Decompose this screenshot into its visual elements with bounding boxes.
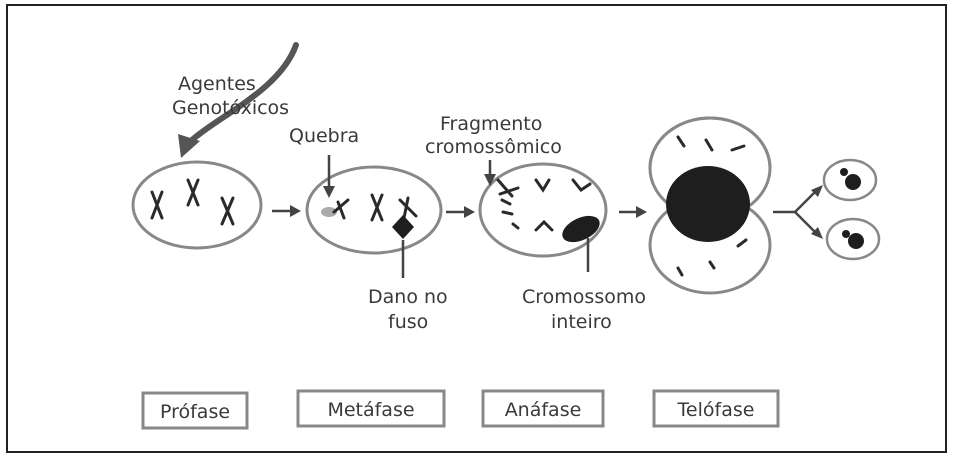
telophase-fragment xyxy=(736,238,748,248)
metaphase-chromosome xyxy=(398,196,418,220)
phase-box-prophase: Prófase xyxy=(141,391,249,430)
phase-label: Prófase xyxy=(160,401,230,423)
anaphase-chromosome xyxy=(500,198,512,206)
anaphase-chromosome xyxy=(534,219,554,232)
prophase-chromosome xyxy=(150,190,164,220)
arrow-anaphase-to-telophase xyxy=(619,206,647,218)
phase-label: Anáfase xyxy=(505,399,582,421)
telophase-fragment xyxy=(708,260,716,270)
prophase-cell xyxy=(131,160,263,250)
spindle-damage-marker xyxy=(392,215,414,239)
anaphase-chromosome xyxy=(501,210,514,216)
label-cromossomo-line2: inteiro xyxy=(551,311,612,333)
chromosome-break-mark xyxy=(321,207,337,217)
daughter-cell-top xyxy=(822,158,878,202)
telophase-fragment xyxy=(676,266,684,277)
phase-box-metaphase: Metáfase xyxy=(296,389,446,428)
label-agentes-line2: Genotóxicos xyxy=(172,97,289,119)
fragmento-pointer xyxy=(484,160,496,186)
metaphase-chromosome xyxy=(332,198,350,220)
quebra-pointer xyxy=(323,155,335,198)
metaphase-cell xyxy=(305,165,443,255)
arrow-prophase-to-metaphase xyxy=(272,205,301,217)
arrow-metaphase-to-anaphase xyxy=(446,206,475,218)
daughter-cell-bottom xyxy=(825,217,881,261)
anaphase-chromosome xyxy=(534,178,551,193)
telophase-cell xyxy=(648,116,772,295)
micronucleus-large xyxy=(666,166,750,242)
prophase-chromosome xyxy=(186,178,200,207)
phase-box-anaphase: Anáfase xyxy=(481,389,605,428)
label-fragmento-line2: cromossômico xyxy=(425,136,562,158)
telophase-fragment xyxy=(704,138,714,152)
label-agentes-line1: Agentes xyxy=(178,73,256,95)
phase-label: Metáfase xyxy=(327,399,414,421)
diagram-frame xyxy=(6,4,947,453)
anaphase-cell xyxy=(478,162,608,258)
telophase-fragment xyxy=(676,135,686,148)
fork-arrow xyxy=(773,191,816,233)
chromosome-fragment-mark xyxy=(496,178,520,198)
genotoxic-agent-arrow xyxy=(178,42,299,158)
telophase-fragment xyxy=(730,144,746,152)
anaphase-chromosome xyxy=(571,178,592,193)
phase-label: Telófase xyxy=(677,399,755,421)
label-quebra: Quebra xyxy=(289,125,359,147)
whole-chromosome-lag xyxy=(562,215,600,243)
label-dano-line2: fuso xyxy=(388,311,428,333)
label-dano-line1: Dano no xyxy=(368,286,448,308)
phase-box-telophase: Telófase xyxy=(652,389,780,428)
label-fragmento-line1: Fragmento xyxy=(440,113,542,135)
label-cromossomo-line1: Cromossomo xyxy=(522,286,646,308)
anaphase-chromosome xyxy=(511,222,520,230)
prophase-chromosome xyxy=(220,196,235,226)
metaphase-chromosome xyxy=(370,193,384,222)
